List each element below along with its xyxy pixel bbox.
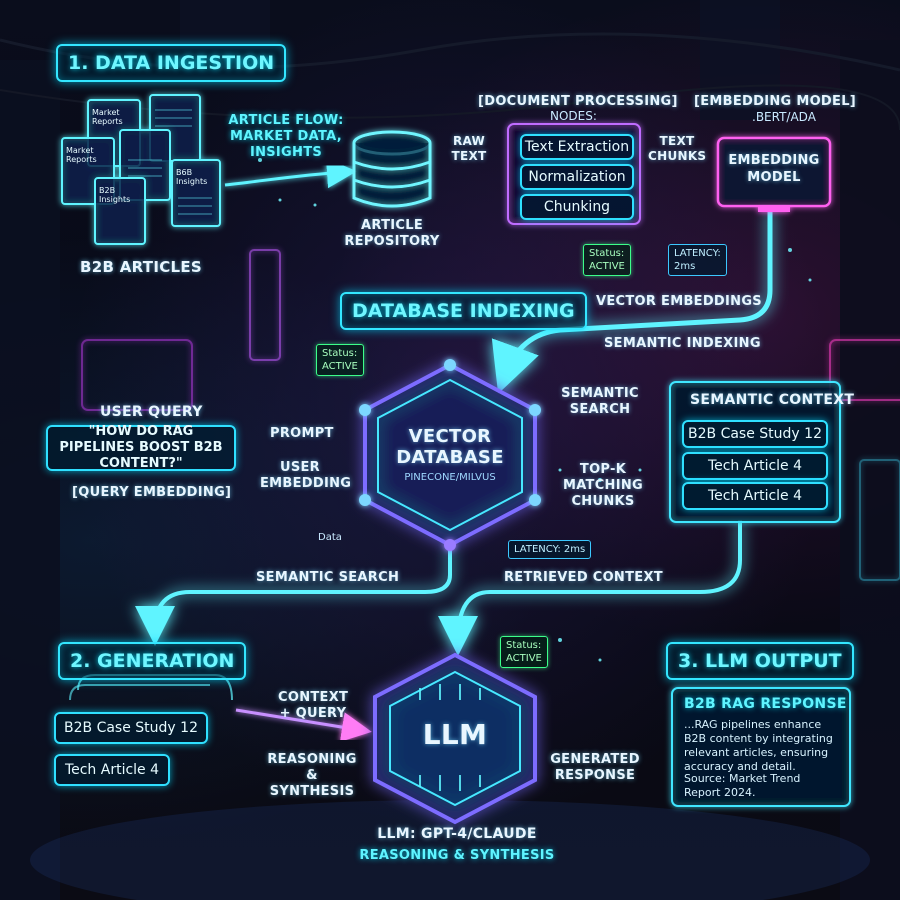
reasoning-synthesis-label: REASONING & SYNTHESIS [267, 752, 357, 799]
embedding-header: [EMBEDDING MODEL] [694, 94, 857, 109]
llm-hexagon [373, 652, 537, 825]
repository-label: ARTICLE REPOSITORY [344, 218, 440, 249]
context-item: Tech Article 4 [682, 482, 828, 510]
section-title-indexing: DATABASE INDEXING [340, 292, 587, 330]
user-query-box: "HOW DO RAG PIPELINES BOOST B2B CONTENT?… [46, 424, 236, 471]
user-query-label: USER QUERY [100, 404, 203, 420]
semantic-context-title: SEMANTIC CONTEXT [690, 392, 855, 408]
article-flow-label: ARTICLE FLOW: MARKET DATA, INSIGHTS [228, 113, 344, 160]
raw-text-label: RAW TEXT [451, 134, 487, 163]
section-title-output: 3. LLM OUTPUT [666, 642, 854, 680]
generated-response-label: GENERATED RESPONSE [550, 752, 640, 783]
vector-db-sub: PINECONE/MILVUS [404, 472, 496, 483]
semantic-indexing-label: SEMANTIC INDEXING [604, 336, 761, 351]
embedding-model-box: EMBEDDING MODEL [728, 153, 820, 185]
context-item: B2B Case Study 12 [682, 420, 828, 448]
llm-caption: LLM: GPT-4/CLAUDE [377, 826, 537, 842]
data-label: Data [318, 532, 342, 543]
node-chunking: Chunking [520, 194, 634, 220]
doc-processing-status-badge: Status:ACTIVE [583, 244, 631, 276]
vector-db-title: VECTOR DATABASE [396, 426, 504, 468]
vector-db-latency-badge: LATENCY: 2ms [508, 540, 592, 559]
prompt-label: PROMPT [270, 426, 334, 441]
generation-item: B2B Case Study 12 [54, 712, 208, 744]
embedding-latency-badge: LATENCY:2ms [668, 244, 727, 276]
retrieved-context-label: RETRIEVED CONTEXT [504, 570, 663, 585]
b2b-articles-caption: B2B ARTICLES [80, 258, 203, 276]
query-embedding-label: [QUERY EMBEDDING] [72, 485, 232, 500]
section-title-generation: 2. GENERATION [58, 642, 247, 680]
output-source: Source: Market Trend Report 2024. [684, 772, 801, 799]
output-title: B2B RAG RESPONSE [684, 696, 847, 712]
vector-db-status-badge: Status:ACTIVE [316, 344, 364, 376]
embedding-sub: .BERT/ADA [752, 110, 816, 124]
database-cylinder [352, 130, 432, 208]
generation-item: Tech Article 4 [54, 754, 170, 786]
llm-title: LLM [422, 718, 488, 751]
llm-status-badge: Status:ACTIVE [500, 636, 548, 668]
vector-embeddings-label: VECTOR EMBEDDINGS [596, 294, 762, 309]
semantic-search-left-label: SEMANTIC SEARCH [256, 570, 400, 585]
semantic-search-label: SEMANTIC SEARCH [561, 386, 639, 417]
llm-caption-sub: REASONING & SYNTHESIS [359, 848, 555, 863]
top-k-label: TOP-K MATCHING CHUNKS [562, 462, 644, 509]
node-normalization: Normalization [520, 164, 634, 190]
section-title-ingestion: 1. DATA INGESTION [56, 44, 287, 82]
nodes-label: NODES: [550, 109, 597, 123]
text-chunks-label: TEXT CHUNKS [648, 134, 707, 163]
context-item: Tech Article 4 [682, 452, 828, 480]
doc-label: B6B Insights [176, 168, 208, 186]
document-stack [61, 94, 221, 245]
user-embedding-label: USER EMBEDDING [260, 460, 352, 491]
output-body: ...RAG pipelines enhance B2B content by … [684, 718, 833, 773]
context-query-label: CONTEXT + QUERY [278, 690, 349, 721]
doc-processing-header: [DOCUMENT PROCESSING] [478, 94, 678, 109]
doc-label: Market Reports [66, 146, 97, 164]
doc-label: Market Reports [92, 108, 123, 126]
node-text-extraction: Text Extraction [520, 134, 634, 160]
doc-label: B2B Insights [99, 186, 131, 204]
